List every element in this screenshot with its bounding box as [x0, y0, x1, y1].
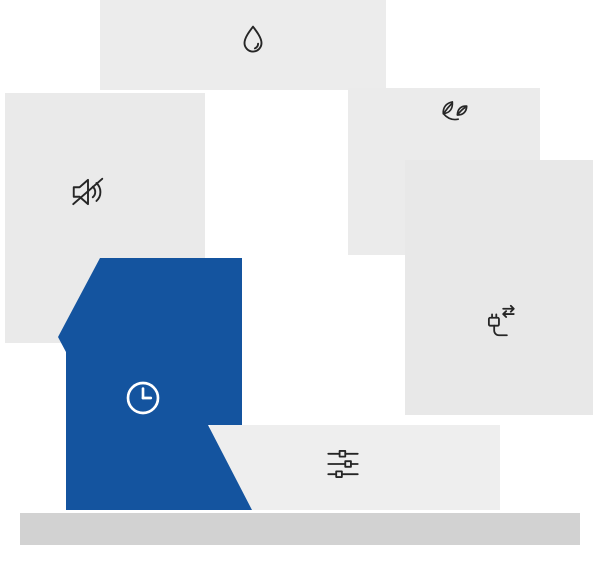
sliders-icon — [327, 450, 359, 478]
bottom-bar — [20, 513, 580, 545]
leaf-icon — [442, 101, 468, 121]
speaker-muted-icon — [72, 177, 104, 206]
tile-remote — [405, 160, 593, 415]
plug-sync-icon — [487, 304, 515, 337]
accent-blue-shape — [58, 258, 252, 510]
water-drop-icon — [243, 25, 263, 53]
tile-customize — [210, 425, 500, 510]
clock-icon — [126, 381, 160, 415]
tile-water — [100, 0, 386, 90]
